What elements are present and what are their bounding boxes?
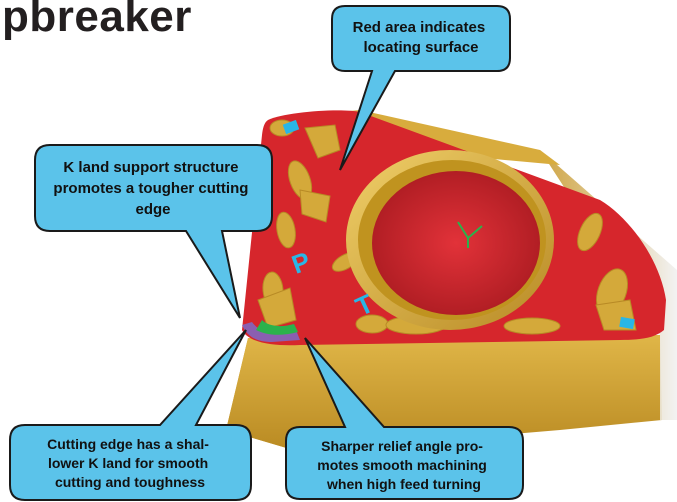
callout-k-land-line2: promotes a tougher cutting: [53, 180, 248, 197]
callout-cutting-edge: Cutting edge has a shal- lower K land fo…: [10, 330, 251, 500]
svg-text:Sharper relief angle pro-: Sharper relief angle pro- motes smooth m…: [317, 438, 490, 492]
callout-cutting-edge-line1: Cutting edge has a shal-: [47, 436, 209, 452]
callout-relief-line2: motes smooth machining: [317, 457, 487, 473]
callout-k-land-line3: edge: [135, 201, 170, 218]
callout-cutting-edge-line2: lower K land for smooth: [48, 455, 208, 471]
svg-text:Cutting edge has a shal-: Cutting edge has a shal- lower K land fo…: [47, 436, 213, 490]
callout-relief-line3: when high feed turning: [326, 476, 481, 492]
callout-k-land-line1: K land support structure: [63, 159, 238, 176]
callout-relief-line1: Sharper relief angle pro-: [321, 438, 483, 454]
callout-red-area-line1: Red area indicates: [353, 19, 486, 36]
callout-k-land-support: K land support structure promotes a toug…: [35, 145, 272, 318]
insert-hole: [372, 171, 540, 315]
callout-cutting-edge-line3: cutting and toughness: [55, 474, 205, 490]
callout-red-area-line2: locating surface: [363, 39, 478, 56]
